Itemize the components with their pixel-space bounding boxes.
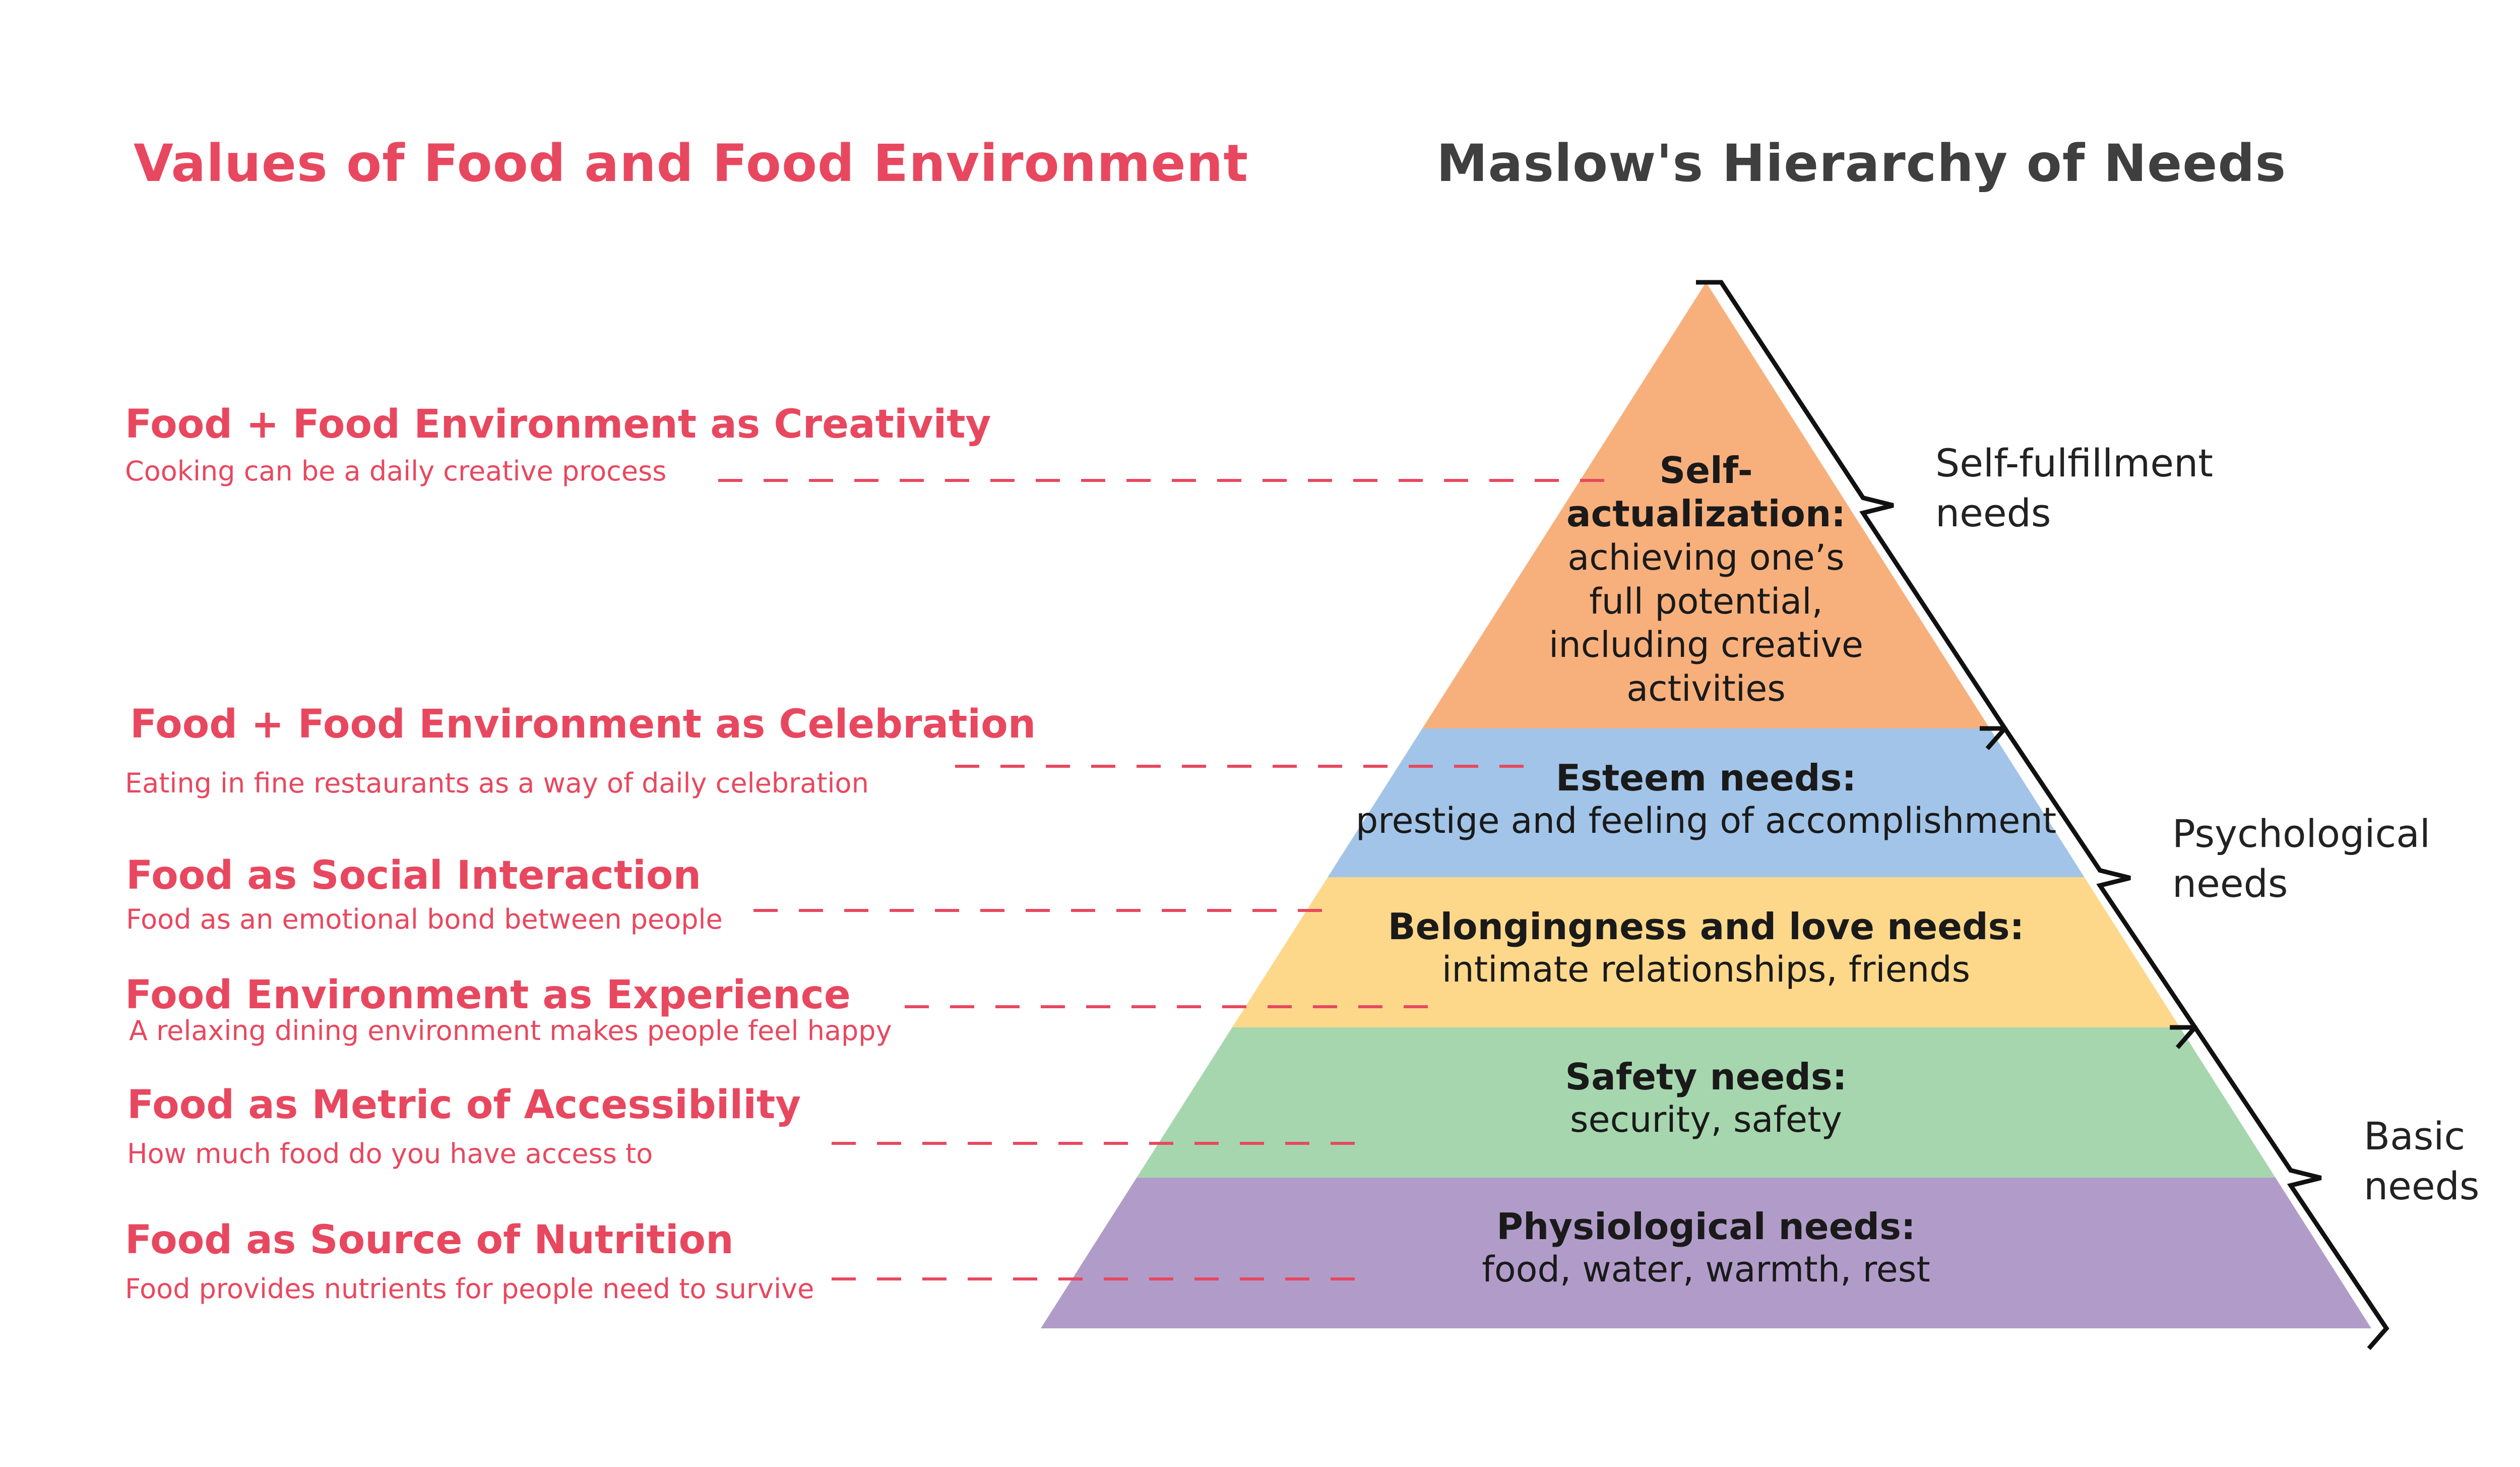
layer-description: prestige and feeling of accomplishment (1355, 800, 2057, 842)
value-experience: Food Environment as Experience A relaxin… (125, 972, 892, 1047)
value-description: Cooking can be a daily creative process (125, 455, 667, 487)
layer-title: Physiological needs: (1496, 1205, 1916, 1248)
layer-belongingness-band (1232, 877, 2180, 1027)
layer-belongingness: Belongingness and love needs: intimate r… (1388, 905, 2025, 991)
layer-description: security, safety (1570, 1099, 1842, 1141)
layer-description: achieving one’s full potential, includin… (1548, 536, 1864, 710)
maslow-title: Maslow's Hierarchy of Needs (1436, 134, 2287, 194)
layer-self-actualization-band (1422, 282, 1990, 728)
value-title: Food as Source of Nutrition (125, 1217, 734, 1263)
layer-description: intimate relationships, friends (1441, 949, 1971, 991)
group-label-basic: Basic needs (2364, 1114, 2480, 1208)
value-title: Food as Metric of Accessibility (127, 1082, 801, 1128)
value-title: Food as Social Interaction (126, 853, 701, 898)
value-celebration: Food + Food Environment as Celebration E… (125, 702, 1036, 799)
value-creativity: Food + Food Environment as Creativity Co… (125, 403, 991, 487)
layer-description: food, water, warmth, rest (1482, 1249, 1930, 1291)
layer-safety: Safety needs: security, safety (1565, 1055, 1847, 1141)
layer-physiological: Physiological needs: food, water, warmth… (1482, 1205, 1930, 1291)
layer-title: Self- actualization: (1566, 449, 1846, 535)
value-title: Food Environment as Experience (125, 972, 851, 1018)
group-label-psychological: Psychological needs (2172, 811, 2430, 906)
value-accessibility: Food as Metric of Accessibility How much… (127, 1082, 801, 1170)
value-description: Food as an emotional bond between people (126, 903, 723, 935)
group-label-self-fulfillment: Self-fulfillment needs (1935, 441, 2214, 535)
value-description: Food provides nutrients for people need … (125, 1272, 814, 1305)
layer-title: Esteem needs: (1555, 757, 1857, 799)
layer-safety-band (1137, 1027, 2276, 1178)
layer-esteem: Esteem needs: prestige and feeling of ac… (1356, 756, 2056, 842)
brace-basic (2170, 1025, 2389, 1350)
value-description: Eating in fine restaurants as a way of d… (125, 767, 869, 799)
value-title: Food + Food Environment as Creativity (125, 402, 991, 447)
value-description: How much food do you have access to (127, 1137, 653, 1170)
layer-title: Safety needs: (1565, 1056, 1847, 1098)
value-title: Food + Food Environment as Celebration (130, 702, 1036, 747)
value-social-interaction: Food as Social Interaction Food as an em… (126, 854, 723, 935)
value-nutrition: Food as Source of Nutrition Food provide… (125, 1217, 814, 1305)
values-title: Values of Food and Food Environment (134, 134, 1249, 194)
layer-self-actualization: Self- actualization: achieving one’s ful… (1549, 449, 1863, 711)
layer-title: Belongingness and love needs: (1388, 905, 2025, 948)
value-description: A relaxing dining environment makes peop… (129, 1014, 892, 1047)
layer-physiological-band (1041, 1178, 2371, 1328)
